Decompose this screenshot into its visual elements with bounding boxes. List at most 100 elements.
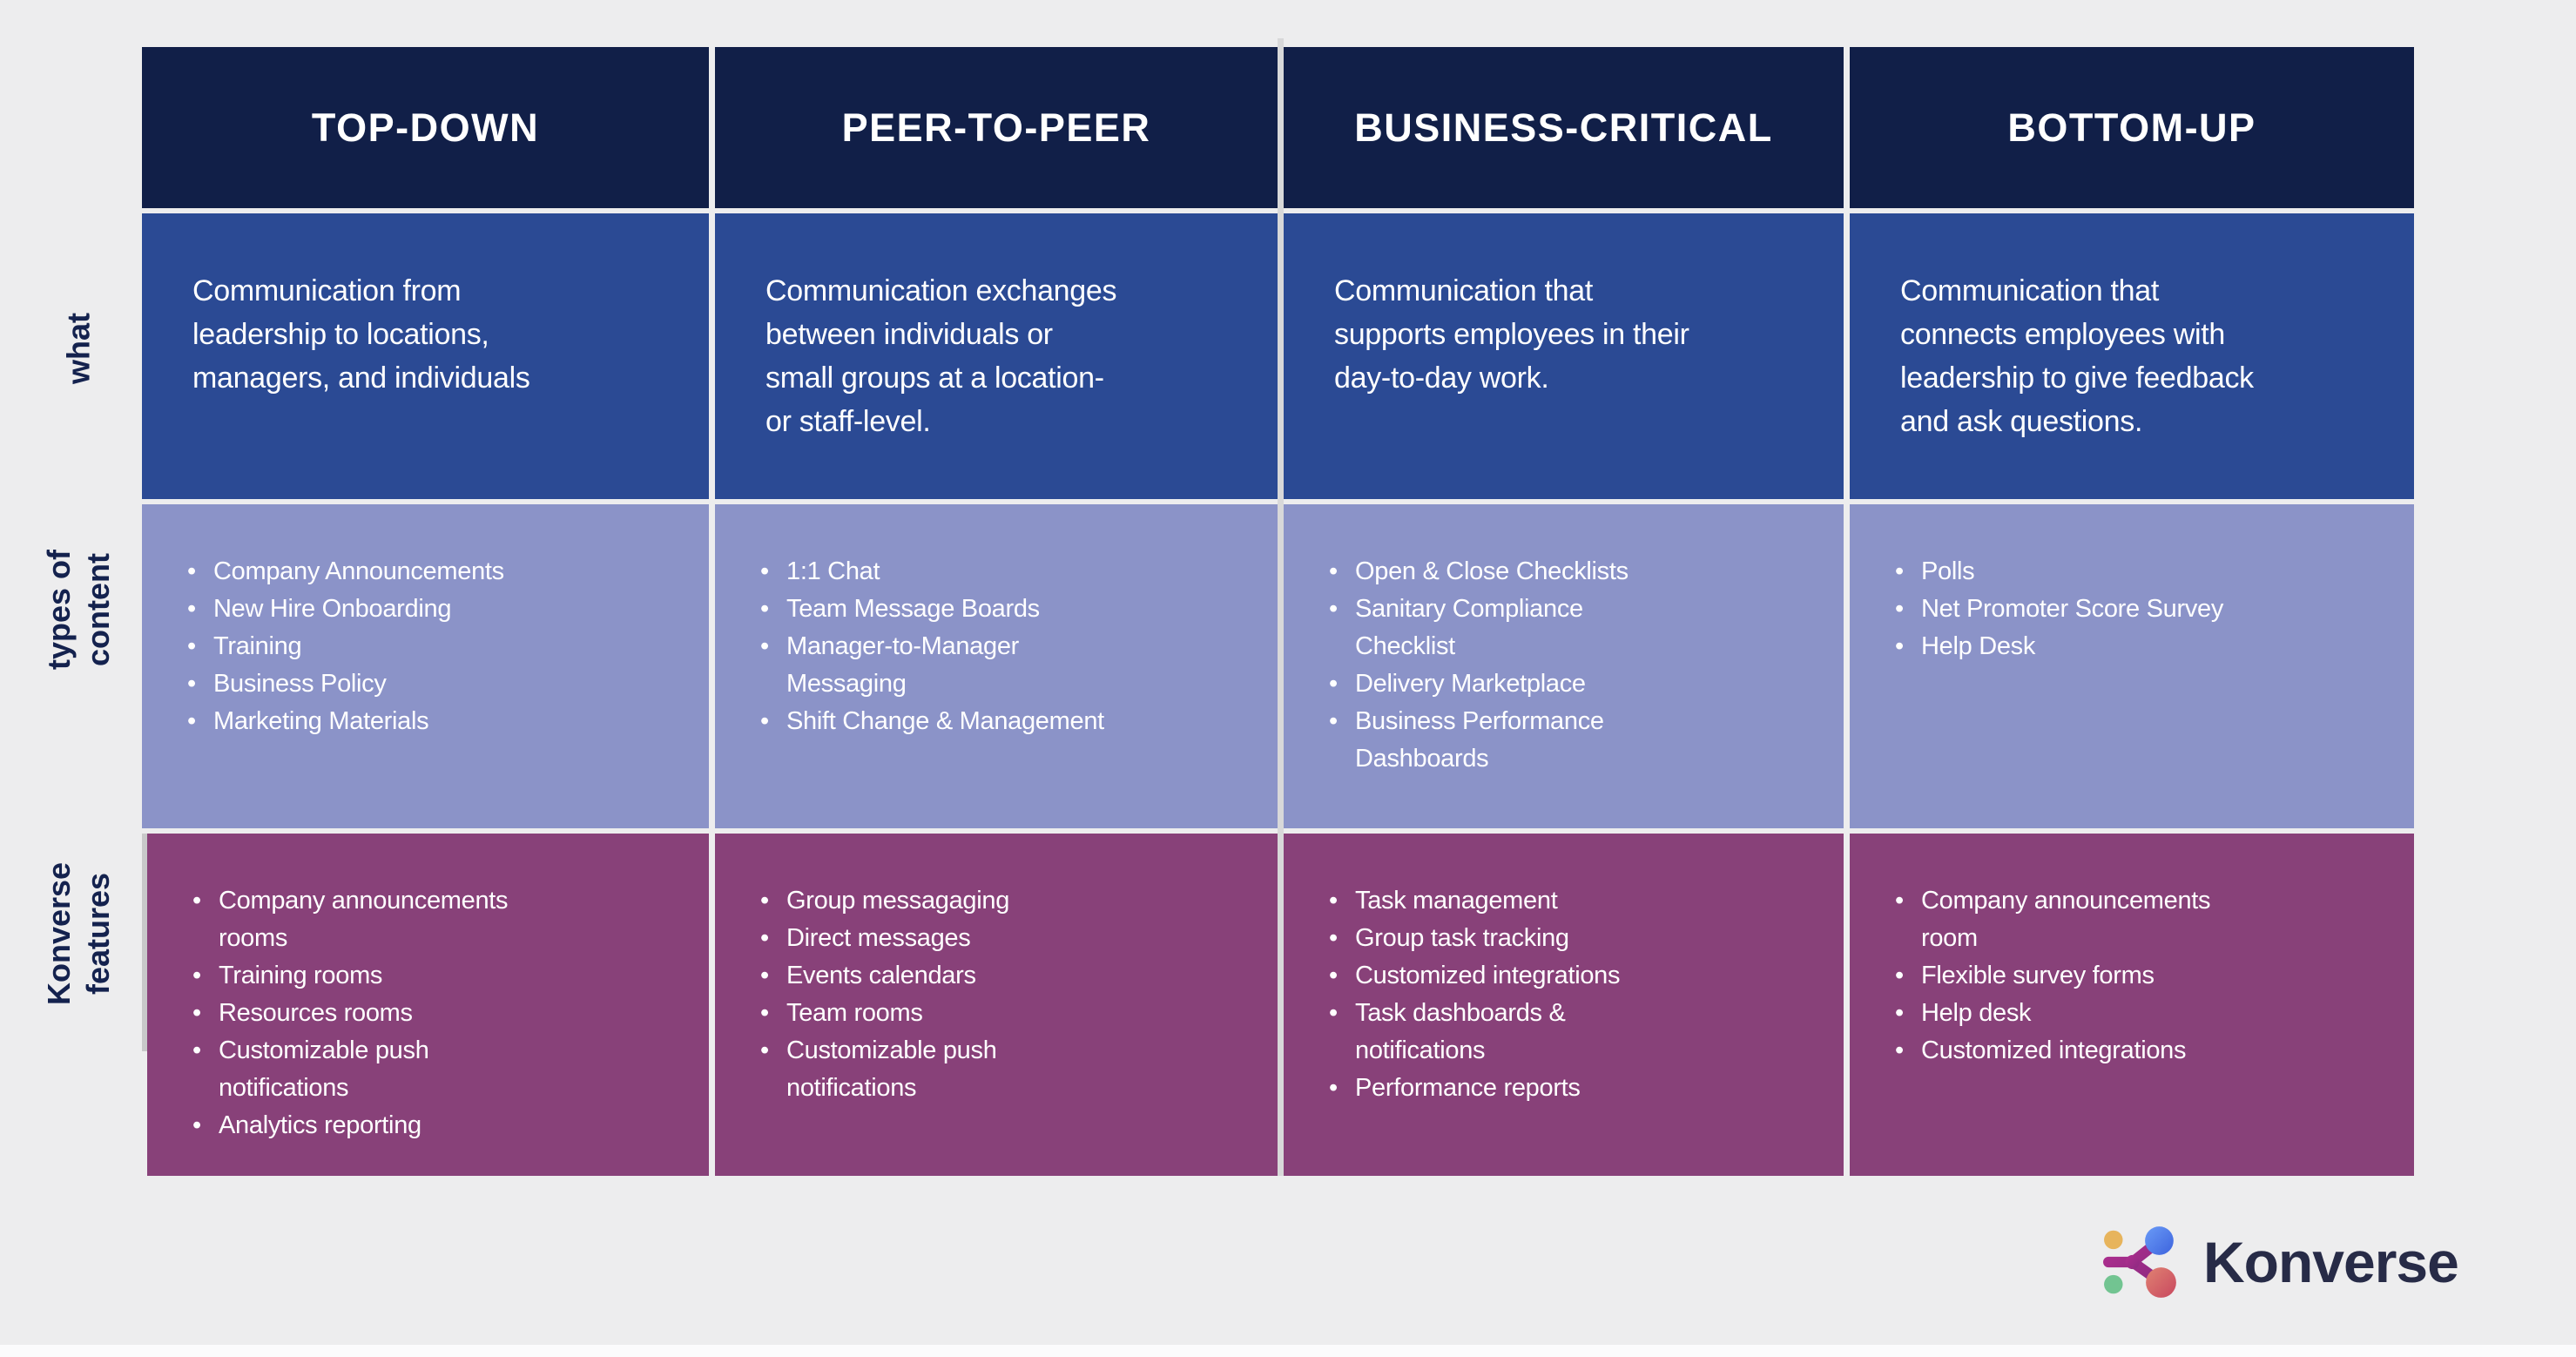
bullet-text: Group messagaging <box>786 887 1010 915</box>
bullet-text: Team rooms <box>786 999 923 1027</box>
bullet-text: Marketing Materials <box>213 707 429 735</box>
bullet-text: Group task tracking <box>1355 924 1569 952</box>
column-title: PEER-TO-PEER <box>841 105 1151 150</box>
bullet-icon: • <box>760 962 769 989</box>
bullet-text: Customizable push notifications <box>219 1036 429 1102</box>
bullet-text: Events calendars <box>786 962 976 989</box>
bullet-icon: • <box>760 557 769 585</box>
bullet-icon: • <box>1329 557 1338 585</box>
bullet-icon: • <box>1895 595 1904 623</box>
bullet-text: Help Desk <box>1921 632 2036 660</box>
features-list-peer-to-peer: • Group messagaging • Direct messages • Event… <box>715 834 1278 1107</box>
what-cell-peer-to-peer: Communication exchanges between individu… <box>715 213 1278 499</box>
header-cell-peer-to-peer: PEER-TO-PEER <box>715 47 1278 208</box>
bullet-icon: • <box>1895 632 1904 660</box>
bullet-item: •Manager-to-Manager Messaging <box>760 628 1251 703</box>
bullet-icon: • <box>192 962 201 989</box>
bullet-item: • Net Promoter Score Survey <box>1895 591 2388 628</box>
bullet-text: Delivery Marketplace <box>1355 670 1586 698</box>
bullet-icon: • <box>1329 962 1338 989</box>
bullet-icon: • <box>1895 887 1904 915</box>
row-label-what: what <box>60 312 97 385</box>
left-edge-strip <box>142 834 147 1051</box>
bullet-text: Open & Close Checklists <box>1355 557 1629 585</box>
bullet-icon: • <box>1329 924 1338 952</box>
bullet-item: • Company announcements room <box>1895 882 2388 957</box>
types-list-peer-to-peer: •1:1 Chat•Team Message Boards•Manager-to… <box>715 504 1278 740</box>
column-title: BOTTOM-UP <box>2007 105 2256 150</box>
bullet-icon: • <box>1329 1074 1338 1102</box>
bullet-text: Polls <box>1921 557 1975 585</box>
bullet-text: Training <box>213 632 302 660</box>
bullet-icon: • <box>192 999 201 1027</box>
what-cell-business-critical: Communication that supports employees in… <box>1284 213 1844 499</box>
column-title: BUSINESS-CRITICAL <box>1354 105 1773 150</box>
row-label-konverse-features: Konverse features <box>41 861 116 1006</box>
bullet-icon: • <box>187 670 196 698</box>
bullet-item: • Open & Close Checklists <box>1329 553 1817 591</box>
bullet-item: • Help Desk <box>1895 628 2388 665</box>
bullet-icon: • <box>192 1036 201 1064</box>
types-list-top-down: • Company Announcements • New Hire Onboardi… <box>142 504 709 740</box>
bullet-item: • Training <box>187 628 683 665</box>
bullet-item: •Business Policy <box>187 665 683 703</box>
bullet-item: • Performance reports <box>1329 1070 1817 1107</box>
what-cell-top-down: Communication from leadership to locatio… <box>142 213 709 499</box>
column-divider-line <box>1278 38 1284 1176</box>
bullet-text: Direct messages <box>786 924 971 952</box>
bullet-icon: • <box>187 595 196 623</box>
bullet-item: •Task management <box>1329 882 1817 920</box>
header-cell-bottom-up: BOTTOM-UP <box>1850 47 2414 208</box>
types-list-bottom-up: • Polls • Net Promoter Score Survey • Help De… <box>1850 504 2414 665</box>
bullet-item: • Marketing Materials <box>187 703 683 740</box>
bullet-text: New Hire Onboarding <box>213 595 452 623</box>
bullet-item: • Team rooms <box>760 995 1251 1032</box>
bullet-item: •Customized integrations <box>1895 1032 2388 1070</box>
bullet-item: •Shift Change & Management <box>760 703 1251 740</box>
bullet-item: •Company announcements rooms <box>192 882 683 957</box>
bullet-icon: • <box>760 595 769 623</box>
bullet-item: •Team Message Boards <box>760 591 1251 628</box>
bullet-item: • Customizable push notifications <box>192 1032 683 1107</box>
bullet-icon: • <box>187 707 196 735</box>
konverse-molecule-icon <box>2103 1226 2176 1298</box>
bullet-text: Performance reports <box>1355 1074 1581 1102</box>
bullet-text: Business Performance Dashboards <box>1355 707 1604 773</box>
bullet-item: •Delivery Marketplace <box>1329 665 1817 703</box>
bullet-text: Customized integrations <box>1355 962 1621 989</box>
bullet-text: Resources rooms <box>219 999 413 1027</box>
bullet-text: Manager-to-Manager Messaging <box>786 632 1020 698</box>
bullet-icon: • <box>760 999 769 1027</box>
bullet-text: Task management <box>1355 887 1558 915</box>
types-list-business-critical: • Open & Close Checklists• Sanitary Compli… <box>1284 504 1844 778</box>
bullet-text: Shift Change & Management <box>786 707 1104 735</box>
bullet-text: Company announcements room <box>1921 887 2211 952</box>
bullet-item: •Help desk <box>1895 995 2388 1032</box>
bullet-item: • Group task tracking <box>1329 920 1817 957</box>
features-list-bottom-up: •Company announcements room•Flexible sur… <box>1850 834 2414 1070</box>
features-list-top-down: •Company announcements rooms•Training ro… <box>147 834 709 1144</box>
types-cell-business-critical: • Open & Close Checklists• Sanitary Compli… <box>1284 504 1844 828</box>
konverse-wordmark: Konverse <box>2203 1230 2459 1294</box>
types-cell-bottom-up: • Polls • Net Promoter Score Survey • Help De… <box>1850 504 2414 828</box>
bullet-icon: • <box>187 557 196 585</box>
bullet-item: • New Hire Onboarding <box>187 591 683 628</box>
bullet-item: • Resources rooms <box>192 995 683 1032</box>
bullet-text: Company Announcements <box>213 557 504 585</box>
bullet-item: •1:1 Chat <box>760 553 1251 591</box>
bullet-icon: • <box>1895 1036 1904 1064</box>
bullet-text: Task dashboards & notifications <box>1355 999 1566 1064</box>
bullet-icon: • <box>1329 999 1338 1027</box>
bullet-icon: • <box>760 1036 769 1064</box>
bullet-text: Net Promoter Score Survey <box>1921 595 2224 623</box>
bullet-icon: • <box>1895 557 1904 585</box>
bullet-item: • Task dashboards & notifications <box>1329 995 1817 1070</box>
header-cell-top-down: TOP-DOWN <box>142 47 709 208</box>
bullet-text: Sanitary Compliance Checklist <box>1355 595 1583 660</box>
features-cell-bottom-up: •Company announcements room•Flexible sur… <box>1850 834 2414 1176</box>
bullet-icon: • <box>760 887 769 915</box>
bullet-text: Help desk <box>1921 999 2032 1027</box>
features-cell-business-critical: •Task management•Group task tracking•Cus… <box>1284 834 1844 1176</box>
bullet-icon: • <box>187 632 196 660</box>
